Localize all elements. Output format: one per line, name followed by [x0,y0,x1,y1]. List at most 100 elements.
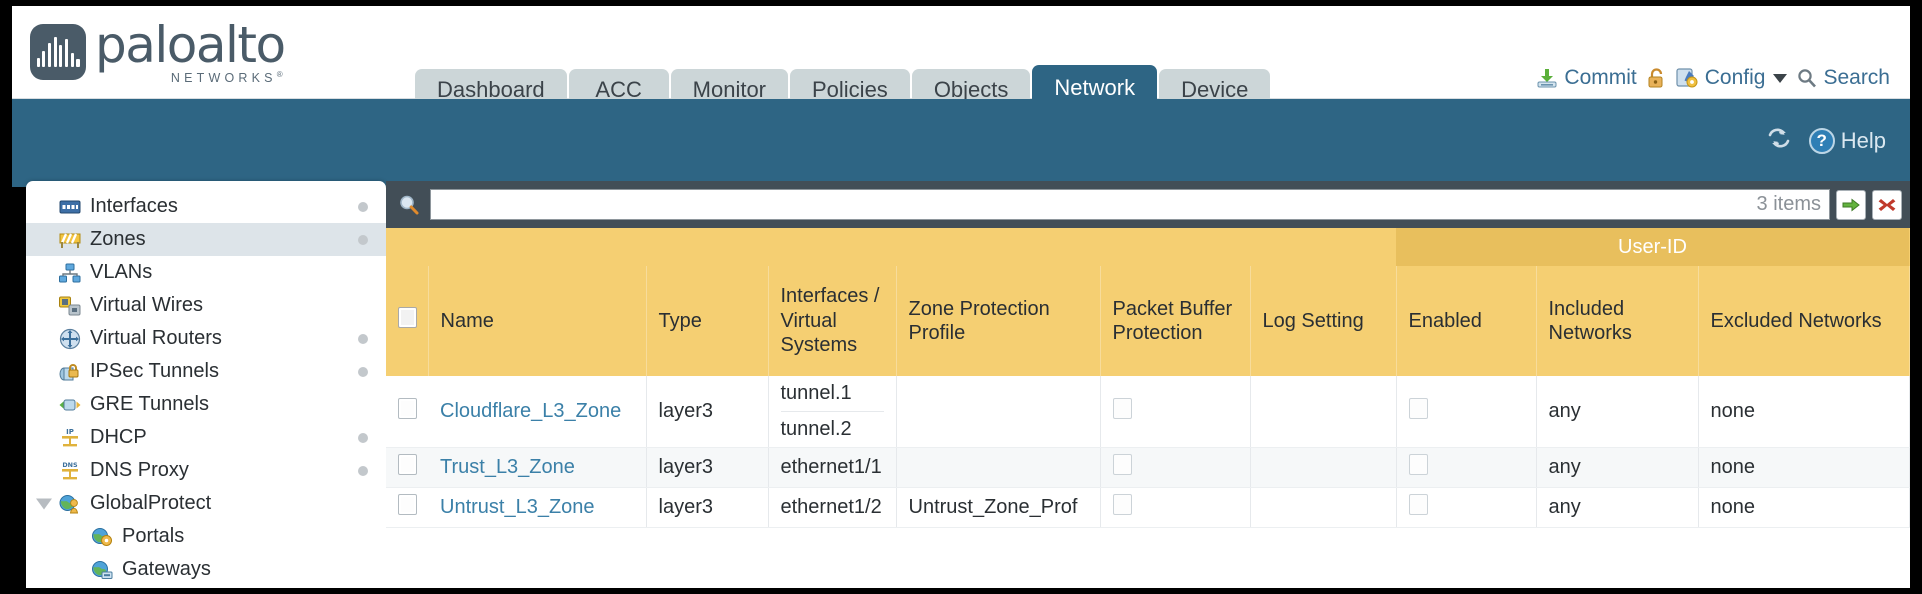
filter-input[interactable]: 3 items [430,189,1830,220]
cell-userid-enabled[interactable] [1396,487,1537,528]
packet-buffer-checkbox[interactable] [1112,398,1132,419]
sidebar-item-portals[interactable]: Portals [26,520,386,553]
col-type[interactable]: Type [646,266,769,376]
cell-userid-enabled[interactable] [1396,376,1537,448]
sidebar-item-virtual-wires[interactable]: Virtual Wires [26,289,386,322]
zones-icon [58,229,82,251]
network-sidebar: Interfaces Zones VLANs Virtual Wires [26,181,386,588]
sidebar-label: VLANs [90,261,153,283]
row-checkbox[interactable] [398,454,417,475]
clear-filter-button[interactable] [1872,189,1902,220]
dhcp-icon: IP [58,427,82,449]
cell-userid-enabled[interactable] [1396,447,1537,488]
group-header-row: User-ID [386,228,1910,266]
sidebar-label: Gateways [122,558,211,580]
svg-text:DNS: DNS [62,461,78,469]
brand-logo[interactable]: paloalto NETWORKS® [30,20,286,85]
cell-name[interactable]: Untrust_L3_Zone [428,487,647,528]
cell-log-setting [1250,376,1397,448]
col-packet-buffer-protection[interactable]: Packet Buffer Protection [1100,266,1251,376]
row-checkbox[interactable] [398,494,417,515]
col-included-networks[interactable]: Included Networks [1536,266,1699,376]
zone-name-link[interactable]: Untrust_L3_Zone [440,496,595,518]
cell-packet-buffer-protection[interactable] [1100,447,1251,488]
zone-name-link[interactable]: Trust_L3_Zone [440,456,575,478]
logo-bars-icon [36,37,80,68]
col-log-setting[interactable]: Log Setting [1250,266,1397,376]
sidebar-item-ipsec-tunnels[interactable]: IPSec Tunnels [26,355,386,388]
vlans-icon [58,262,82,284]
cell-zone-protection-profile: Untrust_Zone_Prof [896,487,1101,528]
cell-excluded-networks: none [1698,376,1910,448]
col-zone-protection-profile[interactable]: Zone Protection Profile [896,266,1101,376]
interface-entry: tunnel.1 [780,376,884,412]
sidebar-item-dhcp[interactable]: IP DHCP [26,421,386,454]
sidebar-label: IPSec Tunnels [90,360,219,382]
app-header: paloalto NETWORKS® Dashboard ACC Monitor… [12,6,1910,110]
interface-entry: tunnel.2 [780,418,852,440]
cell-name[interactable]: Cloudflare_L3_Zone [428,376,647,448]
sidebar-item-vlans[interactable]: VLANs [26,256,386,289]
col-interfaces[interactable]: Interfaces / Virtual Systems [768,266,897,376]
packet-buffer-checkbox[interactable] [1112,454,1132,475]
cell-packet-buffer-protection[interactable] [1100,487,1251,528]
config-menu[interactable]: Config [1676,66,1788,90]
lock-button[interactable] [1647,67,1666,89]
sidebar-item-interfaces[interactable]: Interfaces [26,190,386,223]
virtual-wires-icon [58,295,82,317]
zones-content-panel: 3 items [386,181,1910,588]
sidebar-item-globalprotect[interactable]: GlobalProtect [26,487,386,520]
table-row[interactable]: Untrust_L3_Zone layer3 ethernet1/2 Untru… [386,487,1910,528]
select-all-header[interactable] [386,266,429,376]
cell-type: layer3 [646,487,769,528]
zone-name-link[interactable]: Cloudflare_L3_Zone [440,400,622,422]
help-link[interactable]: ? Help [1808,127,1886,154]
group-header-filler [386,228,1396,266]
cell-packet-buffer-protection[interactable] [1100,376,1251,448]
col-name[interactable]: Name [428,266,647,376]
sidebar-status-dot [358,465,368,476]
sidebar-item-zones[interactable]: Zones [26,223,386,256]
userid-enabled-checkbox[interactable] [1408,454,1428,475]
sidebar-label: Portals [122,525,185,547]
sidebar-label: Zones [90,228,146,250]
sidebar-item-gre-tunnels[interactable]: GRE Tunnels [26,388,386,421]
sidebar-status-dot [358,234,368,245]
row-select-cell[interactable] [386,376,428,448]
row-select-cell[interactable] [386,447,428,488]
sidebar-label: Virtual Wires [90,294,203,316]
refresh-icon[interactable] [1765,126,1793,155]
cell-log-setting [1250,447,1397,488]
userid-enabled-checkbox[interactable] [1408,398,1428,419]
col-userid-enabled[interactable]: Enabled [1396,266,1537,376]
sidebar-item-gateways[interactable]: Gateways [26,553,386,586]
cell-type: layer3 [646,376,769,448]
chevron-down-icon[interactable] [1773,73,1788,83]
sidebar-status-dot [358,333,368,344]
sidebar-label: Interfaces [90,195,178,217]
zones-table-head: User-ID Name Type Interfaces / Virtual S… [386,228,1910,376]
select-all-checkbox[interactable] [398,307,417,329]
sidebar-item-dns-proxy[interactable]: DNS DNS Proxy [26,454,386,487]
table-row[interactable]: Trust_L3_Zone layer3 ethernet1/1 any non… [386,447,1910,488]
zones-table: User-ID Name Type Interfaces / Virtual S… [386,228,1910,528]
search-magnifier-icon[interactable] [394,193,424,217]
apply-filter-button[interactable] [1836,189,1866,220]
cell-type: layer3 [646,447,769,488]
sidebar-label: GlobalProtect [90,492,212,514]
row-select-cell[interactable] [386,487,428,528]
interface-entry: ethernet1/2 [780,496,882,518]
cell-name[interactable]: Trust_L3_Zone [428,447,647,488]
col-excluded-networks[interactable]: Excluded Networks [1698,266,1910,376]
search-button[interactable]: Search [1797,66,1890,90]
expand-collapse-triangle-icon[interactable] [36,498,52,509]
zones-table-body: Cloudflare_L3_Zone layer3 tunnel.1 tunne… [386,376,1910,528]
userid-enabled-checkbox[interactable] [1408,494,1428,515]
sidebar-item-virtual-routers[interactable]: Virtual Routers [26,322,386,355]
commit-button[interactable]: Commit [1536,66,1637,90]
row-checkbox[interactable] [398,398,417,419]
sidebar-label: Virtual Routers [90,327,222,349]
packet-buffer-checkbox[interactable] [1112,494,1132,515]
table-row[interactable]: Cloudflare_L3_Zone layer3 tunnel.1 tunne… [386,376,1910,448]
config-label: Config [1704,66,1766,89]
